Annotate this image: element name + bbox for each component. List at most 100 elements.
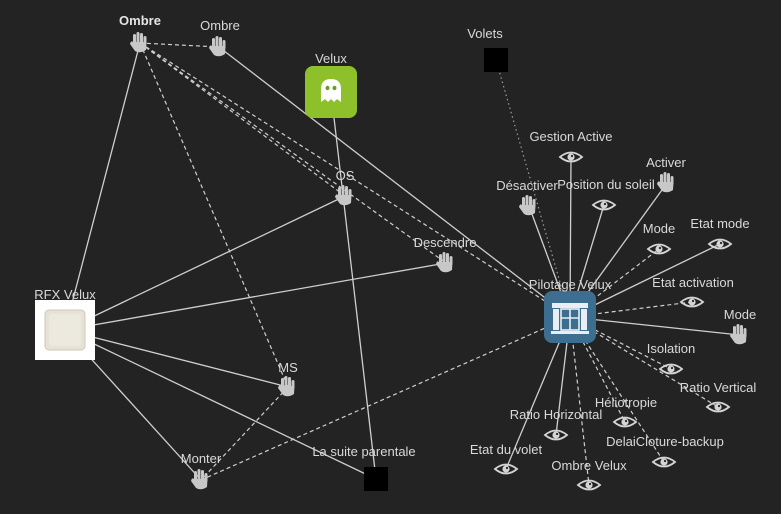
node-label: Mode — [724, 307, 757, 322]
edge-pilotage-gestion — [569, 156, 572, 318]
node-possoleil[interactable]: Position du soleil — [557, 177, 655, 211]
node-label: DelaiCloture-backup — [606, 434, 724, 449]
hand-icon — [335, 185, 352, 206]
edge-monter-pilotage — [200, 316, 571, 481]
eye-icon — [576, 479, 602, 491]
node-desactiver[interactable]: Désactiver — [496, 178, 558, 216]
eye-icon — [679, 296, 705, 308]
node-label: Mode — [643, 221, 676, 236]
edge-rfx-os — [64, 195, 346, 331]
eye-icon — [493, 463, 519, 475]
node-label: Etat du volet — [470, 442, 543, 457]
hand-icon — [657, 172, 674, 193]
edge-velux-suite — [330, 91, 377, 480]
window-shutter-icon — [544, 291, 596, 343]
node-label: Ratio Vertical — [680, 380, 757, 395]
node-label: Velux — [315, 51, 347, 66]
node-ms[interactable]: MS — [278, 360, 298, 397]
node-descendre[interactable]: Descendre — [414, 235, 477, 273]
eye-icon — [707, 238, 733, 250]
node-os[interactable]: OS — [335, 168, 355, 206]
edge-pilotage-ombrevelux — [569, 316, 590, 486]
switch-plate-icon — [35, 300, 95, 360]
node-gestion[interactable]: Gestion Active — [529, 129, 613, 163]
node-label: Ombre — [200, 18, 240, 33]
node-etatvolet[interactable]: Etat du volet — [470, 442, 543, 475]
edge-pilotage-heliotropie — [569, 316, 626, 423]
node-label: Descendre — [414, 235, 477, 250]
node-monter[interactable]: Monter — [181, 451, 222, 490]
hand-icon — [519, 195, 536, 216]
node-mode1[interactable]: Mode — [643, 221, 676, 255]
node-label: RFX Velux — [34, 287, 96, 302]
node-isolation[interactable]: Isolation — [647, 341, 695, 375]
node-rfx[interactable]: RFX Velux — [34, 287, 96, 360]
hand-icon — [130, 32, 147, 53]
hand-icon — [191, 469, 208, 490]
eye-icon — [658, 363, 684, 375]
node-label: Etat activation — [652, 275, 734, 290]
node-etatactivation[interactable]: Etat activation — [652, 275, 734, 308]
node-ombrevelux[interactable]: Ombre Velux — [551, 458, 627, 491]
node-ratiovert[interactable]: Ratio Vertical — [680, 380, 757, 413]
eye-icon — [612, 416, 638, 428]
edge-ombre1-ms — [139, 42, 289, 388]
node-label: Activer — [646, 155, 686, 170]
hand-icon — [209, 36, 226, 57]
node-velux[interactable]: Velux — [305, 51, 357, 118]
node-activer[interactable]: Activer — [646, 155, 687, 193]
node-label: Pilotage Velux — [529, 277, 612, 292]
edge-layer — [64, 42, 741, 486]
hand-icon — [436, 252, 453, 273]
edge-ms-monter — [200, 386, 289, 481]
node-label: Isolation — [647, 341, 695, 356]
hand-icon — [278, 376, 295, 397]
node-label: Position du soleil — [557, 177, 655, 192]
node-suite[interactable]: La suite parentale — [312, 444, 416, 491]
eye-icon — [558, 151, 584, 163]
edge-ombre1-rfx — [64, 42, 141, 331]
node-label: Gestion Active — [529, 129, 612, 144]
ghost-app-icon — [305, 66, 357, 118]
edge-ombre1-descendre — [139, 42, 447, 264]
node-volets[interactable]: Volets — [467, 26, 508, 72]
eye-icon — [543, 429, 569, 441]
edge-pilotage-isolation — [569, 316, 672, 370]
eye-icon — [651, 456, 677, 468]
edge-pilotage-mode1 — [569, 248, 660, 318]
black-square-icon — [484, 48, 508, 72]
node-label: Volets — [467, 26, 503, 41]
eye-icon — [591, 199, 617, 211]
node-label: MS — [278, 360, 298, 375]
edge-pilotage-mode2 — [569, 316, 741, 336]
node-mode2[interactable]: Mode — [724, 307, 757, 345]
edge-ombre1-ombre2 — [139, 42, 220, 48]
node-label: La suite parentale — [312, 444, 415, 459]
node-ombre1[interactable]: Ombre — [119, 13, 161, 53]
edge-ombre1-pilotage — [139, 42, 571, 318]
edge-ombre2-pilotage — [218, 46, 571, 318]
node-label: Désactiver — [496, 178, 558, 193]
node-pilotage[interactable]: Pilotage Velux — [529, 277, 612, 343]
eye-icon — [705, 401, 731, 413]
node-label: OS — [336, 168, 355, 183]
node-delai[interactable]: DelaiCloture-backup — [606, 434, 724, 468]
node-label: Héliotropie — [595, 395, 657, 410]
node-label: Ratio Horizontal — [510, 407, 603, 422]
edge-rfx-suite — [64, 329, 377, 480]
node-etatmode[interactable]: Etat mode — [690, 216, 750, 250]
node-label: Ombre — [119, 13, 161, 28]
black-square-icon — [364, 467, 388, 491]
edge-rfx-ms — [64, 329, 289, 388]
node-label: Ombre Velux — [551, 458, 627, 473]
node-label: Etat mode — [690, 216, 749, 231]
hand-icon — [730, 324, 747, 345]
node-ombre2[interactable]: Ombre — [200, 18, 240, 57]
node-heliotropie[interactable]: Héliotropie — [595, 395, 657, 428]
node-ratiohoriz[interactable]: Ratio Horizontal — [510, 407, 603, 441]
edge-rfx-descendre — [64, 262, 447, 331]
node-label: Monter — [181, 451, 222, 466]
edge-ombre1-os — [139, 42, 346, 197]
